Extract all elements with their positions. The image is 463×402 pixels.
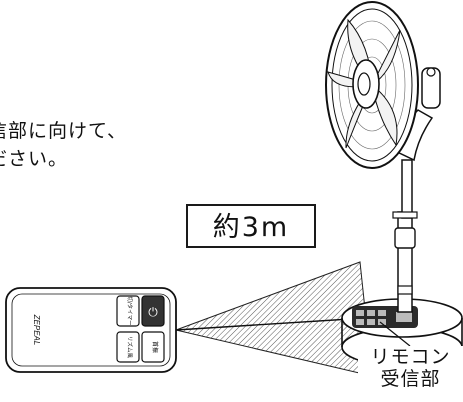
distance-label: 約3m (186, 204, 316, 248)
remote-button-swing[interactable] (141, 331, 165, 363)
remote-button-swing-label: 首振 (151, 341, 159, 353)
instruction-text: 信部に向けて、 ださい。 (0, 117, 188, 173)
fan-head (325, 1, 419, 169)
fan-pole (392, 159, 418, 313)
receiver-label-line-1: リモコン (358, 346, 463, 368)
remote-brand: ZEPEAL (32, 314, 41, 346)
remote-button-timer[interactable] (116, 295, 140, 327)
remote-button-rhythm-label: リズム風 (126, 336, 134, 359)
remote-control: ZEPEAL ⏻ 切/タイマー リズム風 首振 (5, 287, 177, 373)
receiver-label-line-2: 受信部 (358, 368, 463, 390)
signal-center-line (175, 317, 367, 331)
remote-button-timer-label: 切/タイマー (126, 296, 134, 325)
receiver-leader-line (379, 321, 411, 347)
power-icon: ⏻ (148, 305, 158, 319)
remote-button-rhythm[interactable] (116, 331, 140, 363)
instruction-line-1: 信部に向けて、 (0, 120, 128, 142)
receiver-label: リモコン 受信部 (358, 346, 463, 390)
instruction-line-2: ださい。 (0, 148, 69, 170)
remote-button-power[interactable] (141, 295, 165, 327)
